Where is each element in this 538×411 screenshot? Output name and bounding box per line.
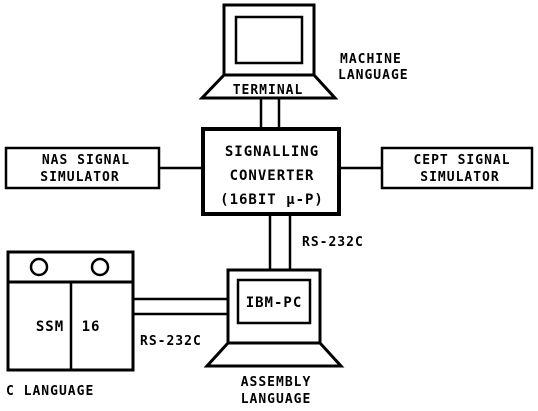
c-language-label: C LANGUAGE — [6, 384, 94, 399]
terminal-monitor-outer — [224, 5, 314, 75]
rs232c-label-top: RS-232C — [302, 235, 364, 250]
ssm-label-left: SSM — [36, 319, 64, 335]
assembly-language-label-2: LANGUAGE — [241, 392, 312, 407]
assembly-language-label-1: ASSEMBLY — [241, 375, 312, 390]
cept-label-2: SIMULATOR — [420, 170, 499, 185]
machine-language-label-2: LANGUAGE — [338, 68, 409, 83]
ibm-pc-keyboard-base — [207, 343, 341, 366]
converter-label-1: SIGNALLING — [225, 144, 319, 160]
ssm16-ibmpc-link — [133, 299, 228, 314]
terminal-converter-link — [261, 98, 279, 129]
nas-label-1: NAS SIGNAL — [42, 153, 130, 168]
ibm-pc-device — [207, 270, 341, 366]
cept-label-1: CEPT SIGNAL — [413, 153, 510, 168]
terminal-label: TERMINAL — [233, 83, 304, 98]
rs232c-label-bottom: RS-232C — [140, 334, 202, 349]
machine-language-label-1: MACHINE — [340, 52, 402, 67]
ssm-16-top-panel — [8, 252, 133, 282]
converter-label-2: CONVERTER — [230, 168, 315, 184]
nas-label-2: SIMULATOR — [40, 170, 119, 185]
terminal-screen — [236, 17, 302, 63]
converter-ibmpc-link — [270, 214, 290, 270]
converter-label-3: (16BIT µ-P) — [220, 192, 324, 208]
ssm-label-right: 16 — [82, 319, 101, 335]
ssm-16-right-knob — [92, 259, 108, 275]
ibm-pc-label: IBM-PC — [246, 295, 303, 311]
ssm-16-left-knob — [31, 259, 47, 275]
ssm-16-device — [8, 252, 133, 370]
